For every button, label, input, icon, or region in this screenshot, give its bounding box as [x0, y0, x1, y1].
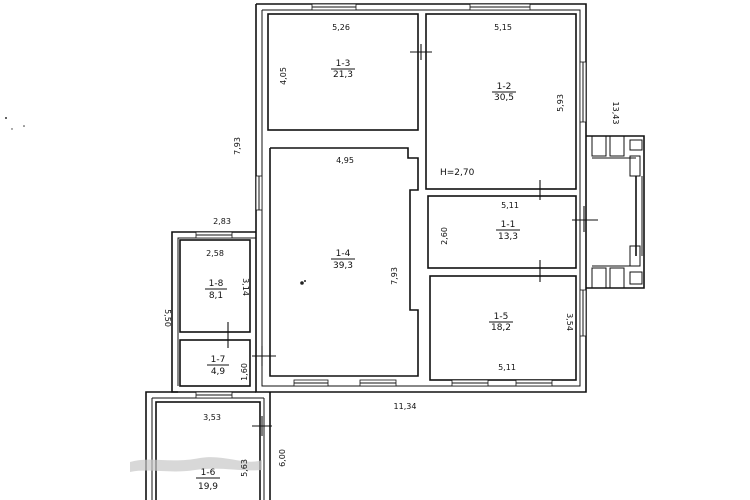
room-1-2-width: 5,15 — [494, 23, 512, 32]
room-1-3-height: 4,05 — [279, 67, 288, 85]
windows — [195, 3, 587, 399]
room-1-8-outline — [179, 239, 251, 333]
room-1-7-area: 4,9 — [211, 367, 226, 377]
room-1-2-height: 5,93 — [556, 94, 565, 112]
room-1-1-width: 5,11 — [501, 201, 519, 210]
room-1-5-id: 1-5 — [494, 312, 509, 322]
scan-smudge — [130, 457, 262, 472]
room-1-2-area: 30,5 — [494, 93, 514, 103]
room-1-7-outline — [179, 339, 251, 387]
room-1-6-height: 5,63 — [240, 459, 249, 477]
room-1-1-height: 2,60 — [440, 227, 449, 245]
room-1-5-area: 18,2 — [491, 323, 511, 333]
annex-width: 2,83 — [213, 217, 231, 226]
room-1-4-area: 39,3 — [333, 261, 353, 271]
room-1-1-outline — [427, 195, 577, 269]
room-1-3-id: 1-3 — [336, 59, 351, 69]
room-1-1-id: 1-1 — [501, 220, 516, 230]
room-1-8-height: 3,14 — [241, 278, 250, 296]
room-1-5-height: 3,54 — [565, 313, 574, 331]
room-1-3-width: 5,26 — [332, 23, 350, 32]
ceiling-height: H=2,70 — [440, 168, 475, 178]
room-1-5-width: 5,11 — [498, 363, 516, 372]
main-walls — [255, 3, 587, 393]
outer-left-height: 7,93 — [233, 137, 242, 155]
doors — [227, 44, 598, 436]
room-1-8-id: 1-8 — [209, 279, 224, 289]
room-1-4-height: 7,93 — [390, 267, 399, 285]
dimensions: 5,26 4,05 5,15 5,93 4,95 7,93 5,11 2,60 … — [163, 23, 620, 477]
room-1-3-area: 21,3 — [333, 70, 353, 80]
room-outlines — [155, 13, 577, 500]
room-1-6-area: 19,9 — [198, 482, 218, 492]
room-1-4-outline — [269, 147, 419, 377]
room-1-7-id: 1-7 — [211, 355, 226, 365]
room-1-7-height: 1,60 — [240, 363, 249, 381]
porch — [586, 135, 645, 289]
outer-bottom-height: 6,00 — [278, 449, 287, 467]
room-1-5-outline — [429, 275, 577, 381]
room-1-1-area: 13,3 — [498, 232, 518, 242]
room-1-6-width: 3,53 — [203, 413, 221, 422]
room-labels: 1-3 21,3 1-2 30,5 1-4 39,3 1-1 13,3 1-5 … — [196, 59, 520, 492]
room-1-4-width: 4,95 — [336, 156, 354, 165]
room-1-6-id: 1-6 — [201, 468, 216, 478]
room-1-2-outline — [425, 13, 577, 190]
room-1-4-id: 1-4 — [336, 249, 351, 259]
room-1-8-area: 8,1 — [209, 291, 223, 301]
room-1-3-outline — [267, 13, 419, 131]
annex-height: 5,50 — [163, 309, 172, 327]
scan-specks — [5, 117, 306, 285]
room-1-2-id: 1-2 — [497, 82, 512, 92]
room-1-8-width: 2,58 — [206, 249, 224, 258]
porch-dimension: 13,43 — [611, 102, 620, 125]
outer-bottom-width: 11,34 — [394, 402, 417, 411]
room-1-6-outline — [155, 401, 261, 500]
